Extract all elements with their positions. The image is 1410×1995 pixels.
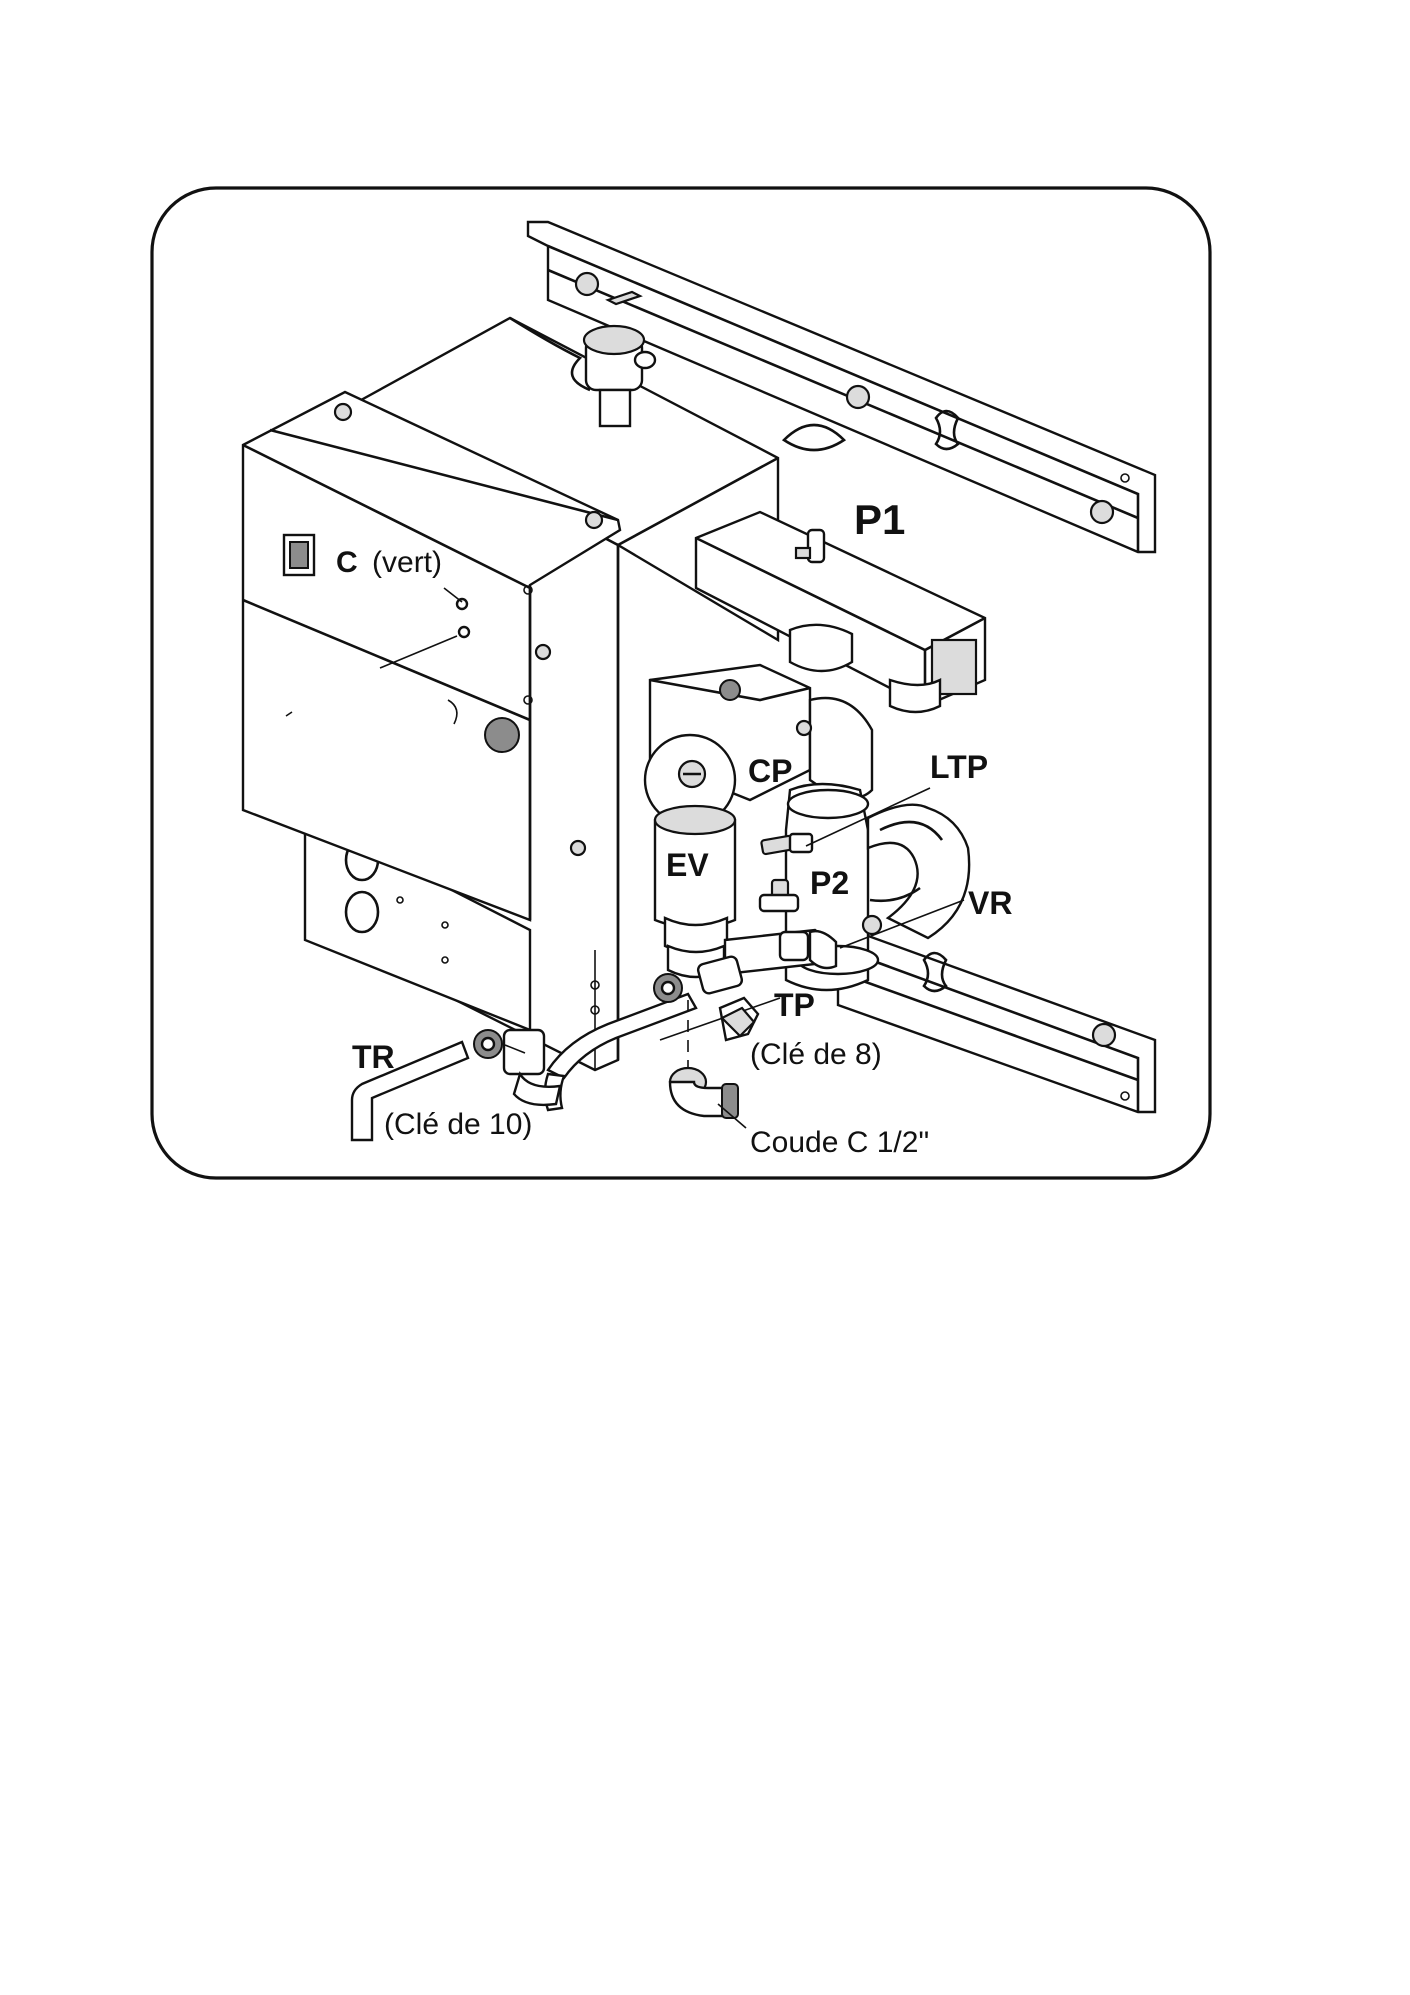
label-c-suffix: (vert) [372, 546, 442, 579]
label-c: C (vert) [336, 546, 442, 579]
label-cp: CP [748, 753, 792, 789]
label-cle-10: (Clé de 10) [384, 1108, 532, 1141]
label-cle-8: (Clé de 8) [750, 1038, 882, 1071]
label-tr: TR [352, 1039, 395, 1075]
indicator-light [455, 597, 469, 611]
switch-c [282, 533, 316, 577]
wrench-key-8 [720, 1006, 756, 1038]
label-p2: P2 [810, 865, 849, 901]
wrench-key-10 [350, 1029, 526, 1142]
control-box [241, 390, 622, 922]
manifold-p1 [694, 510, 987, 714]
label-ltp: LTP [930, 749, 988, 785]
solenoid-valve-ev [653, 804, 737, 979]
sensor-ltp [760, 832, 814, 856]
wall-rail-bottom [836, 923, 1157, 1114]
label-p1: P1 [854, 496, 905, 543]
leader-lines [717, 787, 965, 1129]
label-c-letter: C [336, 546, 358, 579]
pipe-fittings-tp [659, 928, 838, 1042]
top-vent [582, 324, 657, 428]
label-tp: TP [774, 987, 815, 1023]
indicator-light-2 [457, 625, 471, 639]
valve-p2 [758, 878, 800, 913]
wall-rail-top [526, 220, 1157, 554]
elbow-fitting [668, 1000, 739, 1119]
tube-tr [502, 973, 698, 1112]
label-vr: VR [968, 885, 1012, 921]
label-coude: Coude C 1/2" [750, 1126, 929, 1159]
label-ev: EV [666, 847, 709, 883]
